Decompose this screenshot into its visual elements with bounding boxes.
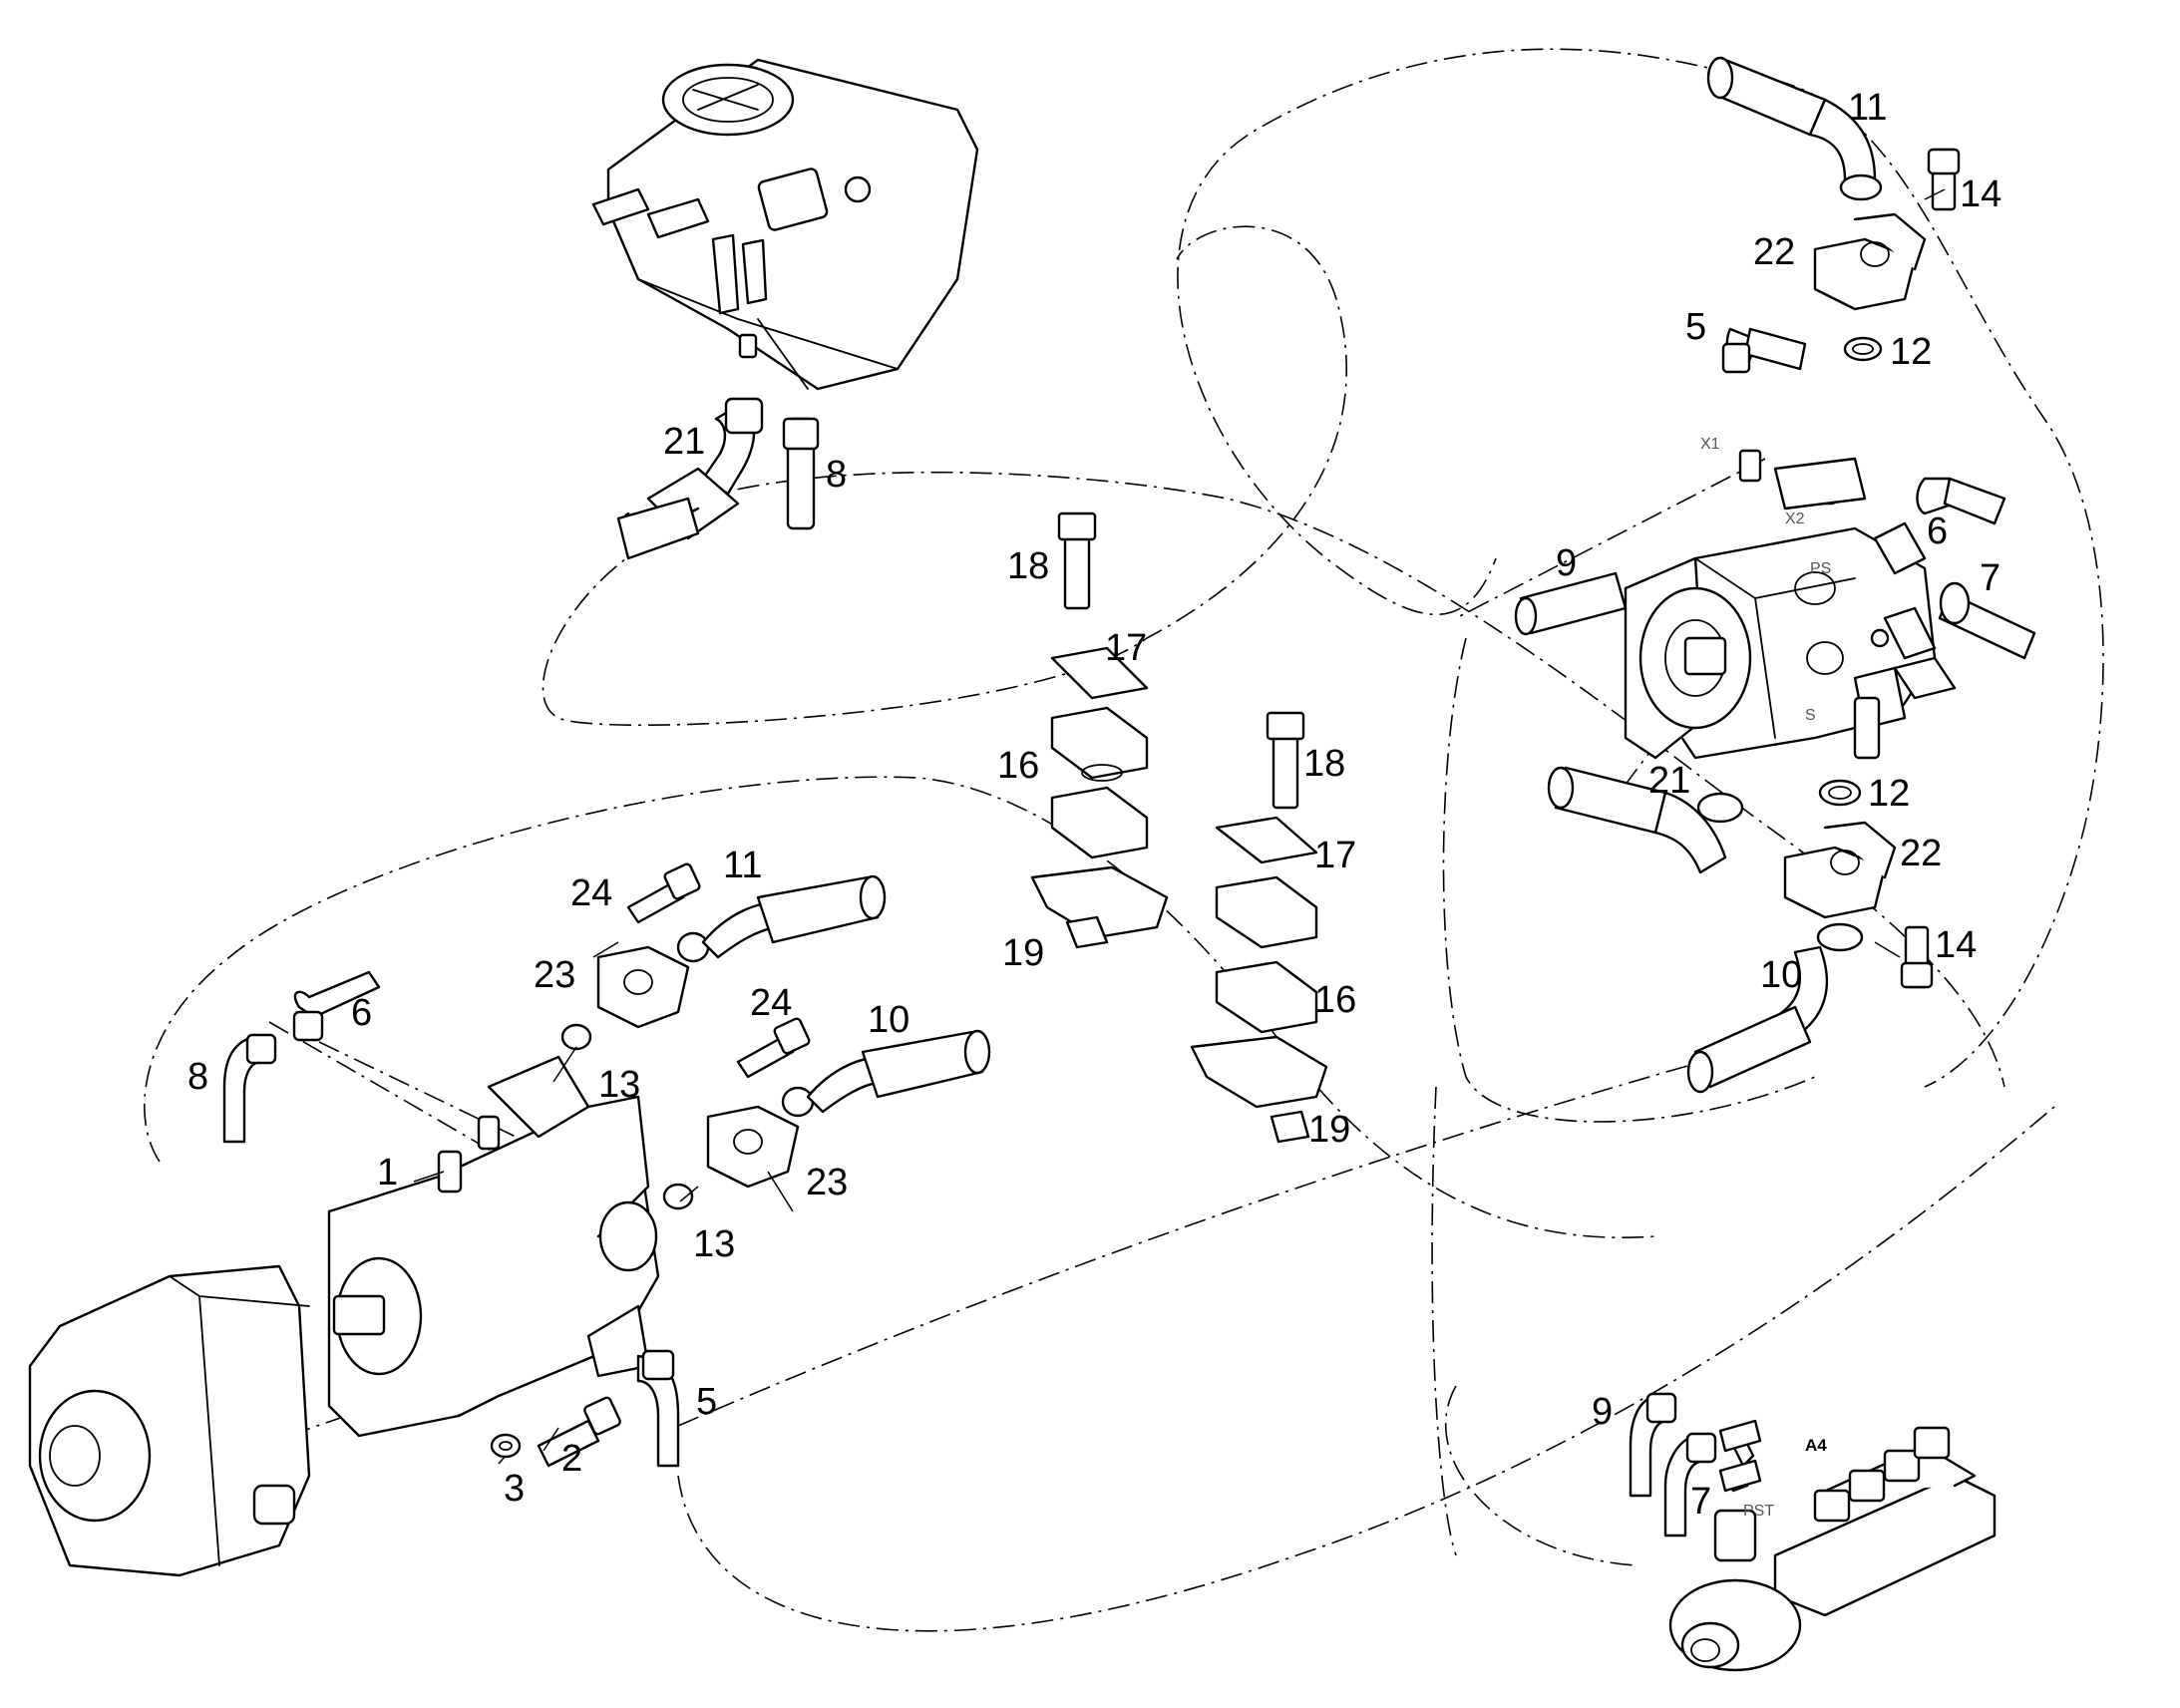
hose-21-right (1547, 766, 1744, 874)
hose-6-right (1916, 477, 2006, 525)
flange-23-upper (596, 945, 690, 1029)
flange-22-lower (1783, 821, 1897, 919)
hose-8-left (222, 1033, 277, 1144)
callout-17-upper: 17 (1105, 627, 1147, 669)
port-a4-label: A4 (1805, 1436, 1827, 1455)
hose-21-top (616, 397, 764, 560)
callout-16-lower: 16 (1314, 979, 1356, 1021)
callout-23-lower: 23 (806, 1162, 848, 1203)
callout-1: 1 (377, 1152, 398, 1194)
callout-16-upper: 16 (997, 745, 1039, 787)
bolt-14-upper (1927, 148, 1961, 211)
callout-5-right: 5 (1685, 306, 1706, 348)
bolt-24-upper (626, 862, 701, 924)
fitting-a4 (1718, 1419, 1762, 1453)
callout-14-lower: 14 (1935, 924, 1977, 966)
oring-12-upper (1843, 336, 1883, 362)
callout-12-lower: 12 (1868, 773, 1910, 815)
callout-22-upper: 22 (1753, 231, 1795, 273)
washer-3 (490, 1433, 522, 1459)
callout-10-right: 10 (1760, 954, 1802, 996)
callout-7-right: 7 (1980, 557, 2000, 599)
callout-12-upper: 12 (1890, 331, 1932, 373)
callout-11-right: 11 (1848, 87, 1887, 129)
right-pump-assembly (1624, 449, 1957, 760)
oring-13-lower (662, 1183, 694, 1210)
leader-lines (413, 188, 1946, 1465)
callout-18-upper: 18 (1007, 545, 1049, 587)
fitting-pst (1718, 1459, 1762, 1493)
callout-19-lower: 19 (1308, 1109, 1350, 1151)
callout-7-bottom: 7 (1690, 1481, 1711, 1523)
callout-22-lower: 22 (1900, 833, 1942, 874)
callout-8-left: 8 (187, 1056, 208, 1098)
clamp-stack-2 (1190, 711, 1328, 1144)
callout-6-right: 6 (1927, 511, 1948, 552)
hose-7-right (1938, 581, 2036, 660)
port-ps-label: PS (1810, 560, 1831, 577)
bolt-14-lower (1900, 925, 1934, 989)
callout-11-left: 11 (723, 845, 762, 886)
hose-6-left (292, 970, 381, 1042)
hose-8-top (782, 417, 820, 530)
callout-17-lower: 17 (1314, 835, 1356, 876)
callout-6-left: 6 (351, 992, 372, 1034)
callout-13-upper: 13 (598, 1064, 640, 1106)
hose-5-bottom (636, 1349, 680, 1468)
callout-21-top: 21 (663, 421, 705, 463)
callout-13-lower: 13 (693, 1223, 735, 1265)
flange-22-upper (1813, 212, 1927, 311)
hose-11-left (676, 874, 887, 963)
bolt-24-lower (736, 1017, 811, 1079)
flange-23-lower (706, 1105, 800, 1189)
oring-13-upper (560, 1023, 592, 1051)
callout-19-upper: 19 (1002, 932, 1044, 974)
hose-9-right (1514, 571, 1628, 636)
bolt-2 (537, 1396, 621, 1468)
callout-10-left: 10 (868, 999, 909, 1041)
callout-18-lower: 18 (1303, 743, 1345, 785)
callout-8-top: 8 (826, 454, 847, 496)
hose-11-right (1706, 56, 1883, 201)
callout-5-left: 5 (696, 1381, 717, 1423)
callout-labels: 1 2 3 5 5 6 6 7 7 8 8 9 9 10 10 11 11 12… (187, 87, 2001, 1523)
valve-block-assembly (1668, 1426, 1997, 1672)
port-s-label: S (1805, 707, 1816, 724)
clamp-stack-1 (1030, 512, 1169, 949)
hose-7-bottom (1663, 1432, 1717, 1537)
callout-24-upper: 24 (570, 872, 612, 914)
callout-9-bottom: 9 (1592, 1391, 1613, 1433)
hose-9-bottom (1629, 1392, 1677, 1498)
callout-9-right: 9 (1556, 542, 1577, 584)
port-pst-label: PST (1743, 1503, 1774, 1520)
hose-5-right (1721, 327, 1807, 374)
callout-2: 2 (561, 1438, 582, 1480)
callout-21-right: 21 (1648, 760, 1690, 802)
hose-10-right (1686, 922, 1864, 1094)
callout-14-upper: 14 (1960, 173, 2001, 215)
main-motor-assembly (28, 1055, 660, 1577)
hose-10-left (781, 1029, 991, 1118)
top-housing-assembly (591, 58, 979, 391)
port-x2-label: X2 (1785, 511, 1805, 527)
callout-23-upper: 23 (534, 954, 575, 996)
port-x1-label: X1 (1700, 436, 1720, 453)
oring-12-lower (1818, 779, 1862, 807)
callout-3: 3 (504, 1468, 525, 1510)
callout-24-lower: 24 (750, 982, 792, 1024)
